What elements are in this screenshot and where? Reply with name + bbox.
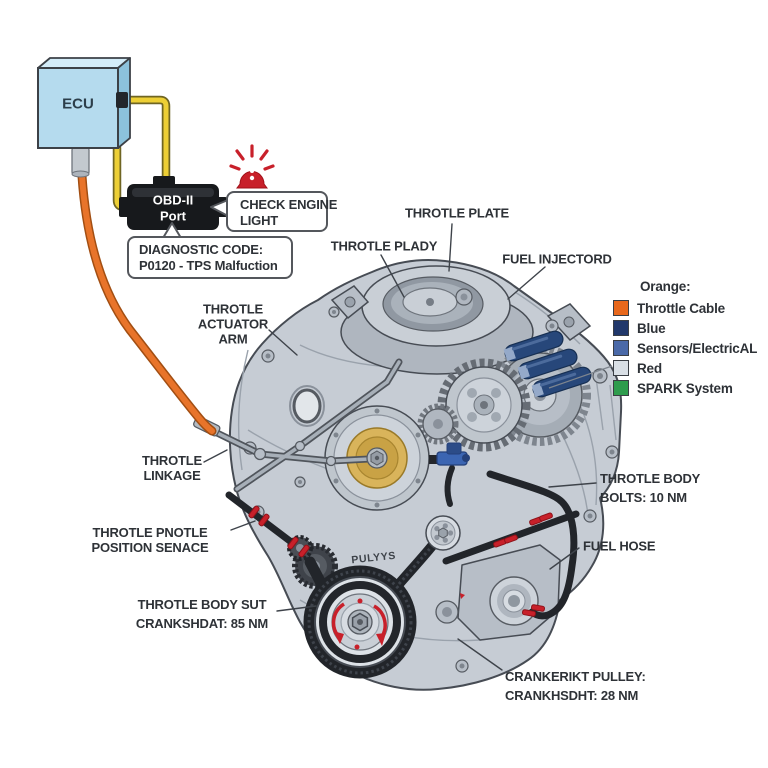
legend-label-red: Red — [637, 360, 662, 376]
pulley-hub — [366, 447, 388, 469]
check-engine-callout: CHECK ENGINE LIGHT — [226, 191, 338, 232]
legend-row-spark: SPARK System — [613, 378, 757, 398]
legend-label-throttle-cable: Throttle Cable — [637, 300, 725, 316]
label-body-bolts-l2: BOLTS: 10 NM — [600, 490, 687, 505]
label-actuator-arm-l3: ARM — [218, 331, 248, 347]
leader-lines — [203, 223, 597, 671]
label-actuator-arm-l2: ACTUATOR — [197, 316, 269, 332]
label-throttle-linkage-l1: THROTLE — [142, 453, 202, 468]
label-actuator-arm: THROTLE ACTUATOR ARM — [198, 302, 268, 347]
legend-swatch-light — [613, 360, 629, 376]
check-engine-line1: CHECK ENGINE — [240, 197, 338, 212]
legend-swatch-blue — [613, 340, 629, 356]
warning-light-icon — [229, 144, 275, 189]
legend: Orange: Throttle Cable Blue Sensors/Elec… — [613, 279, 757, 398]
label-throttle-linkage: THROTLE LINKAGE — [142, 453, 202, 483]
throttle-position-sensor — [429, 442, 470, 507]
ecu-label: ECU — [62, 95, 94, 113]
legend-label-blue: Blue — [637, 320, 666, 336]
check-engine-line2: LIGHT — [240, 212, 278, 228]
label-crank-pulley-l2: CRANKHSDHT: 28 NM — [505, 688, 639, 703]
legend-row-red: Red — [613, 358, 757, 378]
legend-row-blue: Blue — [613, 318, 757, 338]
throttle-cable — [77, 171, 217, 436]
diagnostic-line2: P0120 - TPS Malfuction — [139, 257, 278, 273]
label-fuel-injector: FUEL INJECTORD — [502, 251, 612, 267]
label-body-nut-l1: THROTLE BODY SUT — [137, 597, 267, 612]
fuel-injectors — [503, 330, 592, 398]
crankshaft-pulley — [314, 576, 406, 668]
throttle-linkage-rods — [193, 358, 403, 493]
legend-swatch-green — [613, 380, 629, 396]
legend-swatch-orange — [613, 300, 629, 316]
pulleys-marking-text: PULYYS — [351, 550, 397, 567]
label-actuator-arm-l1: THROTLE — [203, 301, 263, 317]
legend-row-throttle-cable: Throttle Cable — [613, 298, 757, 318]
label-throttle-body: THROTLE PLADY — [330, 238, 438, 254]
label-position-sensor: THROTLE PNOTLE POSITION SENACE — [92, 525, 209, 555]
label-position-sensor-l1: THROTLE PNOTLE — [92, 525, 208, 540]
label-body-bolts: THROTLE BODY BOLTS: 10 NM — [600, 469, 700, 507]
legend-swatch-navy — [613, 320, 629, 336]
diagnostic-line1: DIAGNOSTIC CODE: — [139, 242, 263, 257]
label-position-sensor-l2: POSITION SENACE — [91, 540, 209, 555]
red-clamps — [248, 505, 553, 617]
label-body-nut-l2: CRANKSHDAT: 85 NM — [135, 616, 269, 631]
label-fuel-hose: FUEL HOSE — [583, 538, 656, 554]
label-throttle-plate: THROTLE PLATE — [404, 205, 510, 221]
legend-label-sensors: Sensors/ElectricAL — [637, 340, 758, 356]
legend-leader-line — [548, 365, 613, 389]
diagnostic-callout: DIAGNOSTIC CODE: P0120 - TPS Malfuction — [127, 236, 293, 279]
belts-and-hoses — [225, 470, 580, 679]
obd-port-label-line1: OBD-II — [152, 192, 194, 208]
legend-title: Orange: — [640, 279, 691, 294]
label-crank-pulley-l1: CRANKERIKT PULLEY: — [505, 669, 646, 684]
label-body-nut: THROTLE BODY SUT CRANKSHDAT: 85 NM — [136, 595, 268, 633]
legend-label-spark: SPARK System — [637, 380, 733, 396]
rotation-arrows — [331, 602, 387, 646]
label-body-bolts-l1: THROTLE BODY — [600, 471, 701, 486]
obd-port-label-line2: Port — [160, 208, 186, 224]
legend-row-sensors: Sensors/ElectricAL — [613, 338, 757, 358]
label-crank-pulley: CRANKERIKT PULLEY: CRANKHSDHT: 28 NM — [505, 667, 646, 705]
label-throttle-linkage-l2: LINKAGE — [143, 468, 201, 483]
ecu-box — [37, 57, 131, 178]
